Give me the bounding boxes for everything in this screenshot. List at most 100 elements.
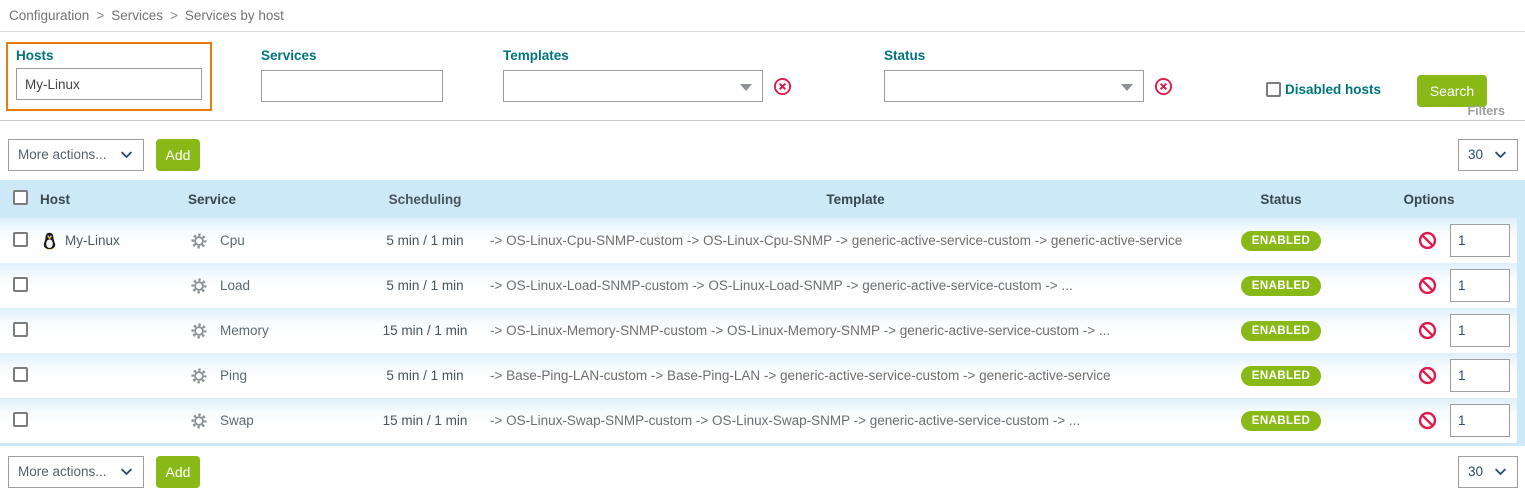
- services-filter-input[interactable]: [261, 70, 443, 102]
- duplicate-count-input[interactable]: [1450, 404, 1510, 437]
- hosts-filter-label: Hosts: [16, 48, 54, 63]
- linux-tux-icon: [40, 229, 59, 252]
- duplicate-count-input[interactable]: [1450, 359, 1510, 392]
- service-link[interactable]: Swap: [220, 413, 254, 428]
- host-link[interactable]: My-Linux: [65, 233, 120, 248]
- chevron-down-icon: [1495, 468, 1506, 475]
- scheduling-value: 5 min / 1 min: [386, 278, 464, 293]
- status-badge: ENABLED: [1240, 320, 1322, 341]
- templates-filter-label: Templates: [503, 48, 569, 63]
- service-link[interactable]: Load: [220, 278, 251, 293]
- search-button[interactable]: Search: [1417, 75, 1488, 107]
- table-row: Memory 15 min / 1 min -> OS-Linux-Memory…: [0, 308, 1517, 353]
- template-chain: -> OS-Linux-Cpu-SNMP-custom -> OS-Linux-…: [490, 233, 1183, 248]
- column-header-options[interactable]: Options: [1403, 191, 1455, 207]
- status-filter-group: Status: [884, 42, 1173, 102]
- dropdown-arrow-icon: [1121, 84, 1133, 91]
- breadcrumb-services[interactable]: Services: [111, 8, 163, 23]
- disable-icon[interactable]: [1418, 321, 1437, 340]
- gear-icon: [190, 277, 208, 295]
- gear-icon: [190, 322, 208, 340]
- column-header-host[interactable]: Host: [40, 191, 70, 207]
- page-size-value: 30: [1468, 147, 1484, 162]
- more-actions-select-bottom[interactable]: More actions...: [8, 455, 144, 488]
- duplicate-count-input[interactable]: [1450, 314, 1510, 347]
- template-chain: -> OS-Linux-Memory-SNMP-custom -> OS-Lin…: [490, 323, 1111, 338]
- disabled-hosts-checkbox[interactable]: [1266, 82, 1281, 97]
- service-link[interactable]: Cpu: [220, 233, 245, 248]
- filter-panel: Hosts Services Templates Status: [0, 32, 1525, 121]
- duplicate-count-input[interactable]: [1450, 269, 1510, 302]
- page-size-value: 30: [1468, 464, 1484, 479]
- disable-icon[interactable]: [1418, 231, 1437, 250]
- hosts-filter-highlight: Hosts: [6, 42, 212, 111]
- table-row: Swap 15 min / 1 min -> OS-Linux-Swap-SNM…: [0, 398, 1517, 443]
- templates-filter-select[interactable]: [503, 70, 763, 102]
- disabled-hosts-group: Disabled hosts: [1266, 42, 1381, 97]
- status-filter-select[interactable]: [884, 70, 1144, 102]
- breadcrumb-configuration[interactable]: Configuration: [9, 8, 90, 23]
- add-button[interactable]: Add: [156, 138, 200, 171]
- row-checkbox[interactable]: [13, 411, 28, 427]
- scheduling-value: 15 min / 1 min: [382, 323, 468, 338]
- row-checkbox[interactable]: [13, 231, 28, 247]
- scheduling-value: 15 min / 1 min: [382, 413, 468, 428]
- gear-icon: [190, 367, 208, 385]
- service-link[interactable]: Ping: [220, 368, 248, 383]
- table-row: Load 5 min / 1 min -> OS-Linux-Load-SNMP…: [0, 263, 1517, 308]
- status-badge: ENABLED: [1240, 230, 1322, 251]
- breadcrumb-separator: >: [169, 8, 178, 23]
- disable-icon[interactable]: [1418, 366, 1437, 385]
- table-header-row: Host Service Scheduling Template Status …: [0, 180, 1517, 218]
- chevron-down-icon: [1495, 151, 1506, 158]
- more-actions-label: More actions...: [18, 147, 107, 162]
- status-filter-label: Status: [884, 48, 926, 63]
- breadcrumb: Configuration > Services > Services by h…: [0, 0, 1525, 32]
- status-badge: ENABLED: [1240, 275, 1322, 296]
- hosts-filter-input[interactable]: [16, 68, 202, 100]
- disable-icon[interactable]: [1418, 276, 1437, 295]
- breadcrumb-services-by-host[interactable]: Services by host: [184, 8, 284, 23]
- top-toolbar: More actions... Add 30: [0, 121, 1525, 180]
- status-badge: ENABLED: [1240, 410, 1322, 431]
- column-header-status[interactable]: Status: [1260, 191, 1302, 207]
- services-filter-label: Services: [261, 48, 317, 63]
- template-chain: -> OS-Linux-Swap-SNMP-custom -> OS-Linux…: [490, 413, 1081, 428]
- templates-clear-icon[interactable]: [773, 77, 792, 102]
- duplicate-count-input[interactable]: [1450, 224, 1510, 257]
- column-header-service[interactable]: Service: [188, 191, 237, 207]
- dropdown-arrow-icon: [740, 84, 752, 91]
- chevron-down-icon: [121, 151, 132, 158]
- gear-icon: [190, 232, 208, 250]
- filters-caption: Filters: [1467, 104, 1505, 118]
- disabled-hosts-label: Disabled hosts: [1285, 82, 1382, 97]
- row-checkbox[interactable]: [13, 276, 28, 292]
- select-all-checkbox[interactable]: [13, 190, 28, 205]
- services-filter-group: Services: [261, 42, 443, 102]
- template-chain: -> Base-Ping-LAN-custom -> Base-Ping-LAN…: [490, 368, 1111, 383]
- disable-icon[interactable]: [1418, 411, 1437, 430]
- column-header-scheduling[interactable]: Scheduling: [388, 191, 462, 207]
- gear-icon: [190, 412, 208, 430]
- scheduling-value: 5 min / 1 min: [386, 368, 464, 383]
- status-badge: ENABLED: [1240, 365, 1322, 386]
- table-row: My-Linux Cpu 5 min / 1 min -> OS-Linux-C…: [0, 218, 1517, 263]
- more-actions-label: More actions...: [18, 464, 107, 479]
- breadcrumb-separator: >: [96, 8, 105, 23]
- row-checkbox[interactable]: [13, 321, 28, 337]
- more-actions-select[interactable]: More actions...: [8, 138, 144, 171]
- services-table: Host Service Scheduling Template Status …: [0, 180, 1525, 446]
- templates-filter-group: Templates: [503, 42, 792, 102]
- row-checkbox[interactable]: [13, 366, 28, 382]
- chevron-down-icon: [121, 468, 132, 475]
- template-chain: -> OS-Linux-Load-SNMP-custom -> OS-Linux…: [490, 278, 1073, 293]
- scheduling-value: 5 min / 1 min: [386, 233, 464, 248]
- bottom-toolbar: More actions... Add 30: [0, 446, 1525, 493]
- add-button-bottom[interactable]: Add: [156, 455, 200, 488]
- service-link[interactable]: Memory: [220, 323, 269, 338]
- status-clear-icon[interactable]: [1154, 77, 1173, 102]
- column-header-template[interactable]: Template: [826, 191, 885, 207]
- page-size-select-bottom[interactable]: 30: [1458, 455, 1518, 488]
- page-size-select[interactable]: 30: [1458, 138, 1518, 171]
- table-row: Ping 5 min / 1 min -> Base-Ping-LAN-cust…: [0, 353, 1517, 398]
